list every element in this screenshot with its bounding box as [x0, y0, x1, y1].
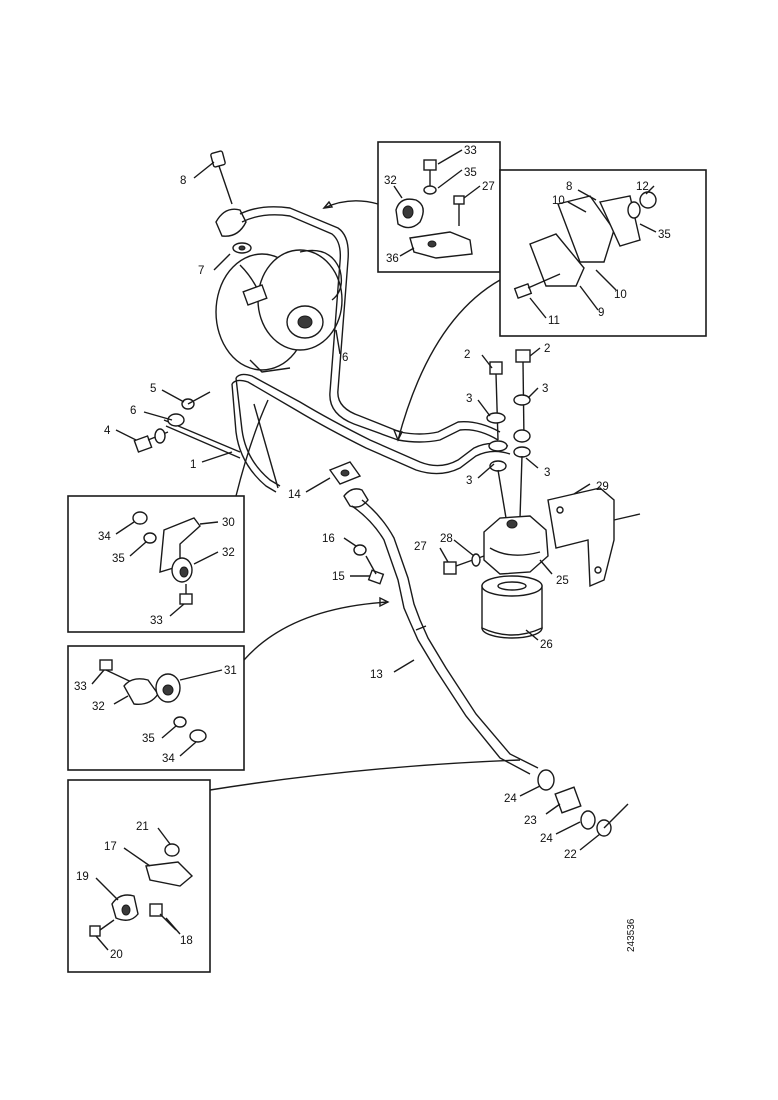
label-21: 21	[136, 821, 149, 833]
label-3: 3	[544, 467, 550, 479]
label-26: 26	[540, 639, 553, 651]
main-labels: 8 7 6 5 6 4 1 14 2 2 3 3 3 3 29 28 27 25…	[104, 175, 609, 861]
label-18: 18	[180, 935, 193, 947]
label-25: 25	[556, 575, 569, 587]
label-31: 31	[224, 665, 237, 677]
drain-tube-13	[343, 488, 539, 775]
label-3: 3	[542, 383, 548, 395]
label-33: 33	[464, 145, 477, 157]
inset-top-right	[499, 169, 707, 337]
label-23: 23	[524, 815, 537, 827]
label-24: 24	[540, 833, 553, 845]
inset-left-lower	[67, 645, 245, 771]
label-6: 6	[130, 405, 136, 417]
filter-head-25	[483, 515, 549, 575]
label-19: 19	[76, 871, 89, 883]
parts-15-16	[353, 544, 385, 585]
label-5: 5	[150, 383, 156, 395]
label-22: 22	[564, 849, 577, 861]
label-3: 3	[466, 393, 472, 405]
label-34: 34	[98, 531, 111, 543]
label-35: 35	[464, 167, 477, 179]
label-10: 10	[614, 289, 627, 301]
label-33: 33	[150, 615, 163, 627]
lower-fittings	[537, 769, 629, 837]
label-32: 32	[92, 701, 105, 713]
drawing-reference: 243536	[626, 918, 637, 952]
label-4: 4	[104, 425, 111, 437]
label-2: 2	[544, 343, 550, 355]
bolt-8-top	[210, 150, 252, 254]
label-27: 27	[482, 181, 495, 193]
label-24: 24	[504, 793, 517, 805]
label-17: 17	[104, 841, 117, 853]
label-20: 20	[110, 949, 123, 961]
label-14: 14	[288, 489, 301, 501]
bolt-27-28	[443, 553, 485, 575]
callout-arrows	[209, 200, 521, 791]
label-35: 35	[112, 553, 125, 565]
label-36: 36	[386, 253, 399, 265]
label-30: 30	[222, 517, 235, 529]
oil-feed-pipe	[239, 206, 501, 443]
label-32: 32	[222, 547, 235, 559]
inset-labels: 33 32 35 27 36 8 12 10 35 10 11 9 34 30 …	[74, 145, 671, 961]
label-11: 11	[548, 315, 560, 327]
side-bolt-assembly	[133, 391, 241, 459]
filter-26	[481, 575, 543, 639]
label-10: 10	[552, 195, 565, 207]
label-27: 27	[414, 541, 427, 553]
label-8: 8	[566, 181, 572, 193]
label-7: 7	[198, 265, 204, 277]
label-6: 6	[342, 352, 348, 364]
label-15: 15	[332, 571, 345, 583]
leader-lines	[91, 149, 657, 951]
label-13: 13	[370, 669, 383, 681]
label-35: 35	[142, 733, 155, 745]
flange-14	[328, 461, 362, 485]
label-29: 29	[596, 481, 609, 493]
label-34: 34	[162, 753, 175, 765]
label-32: 32	[384, 175, 397, 187]
label-16: 16	[322, 533, 335, 545]
label-1: 1	[190, 459, 196, 471]
label-8: 8	[180, 175, 186, 187]
label-35: 35	[658, 229, 671, 241]
label-2: 2	[464, 349, 470, 361]
label-28: 28	[440, 533, 453, 545]
turbocharger	[215, 249, 343, 373]
label-33: 33	[74, 681, 87, 693]
label-12: 12	[636, 181, 649, 193]
label-3: 3	[466, 475, 472, 487]
bracket-29	[547, 487, 641, 588]
label-9: 9	[598, 307, 604, 319]
filter-bolts	[486, 349, 531, 519]
inset-left-middle	[67, 495, 245, 633]
